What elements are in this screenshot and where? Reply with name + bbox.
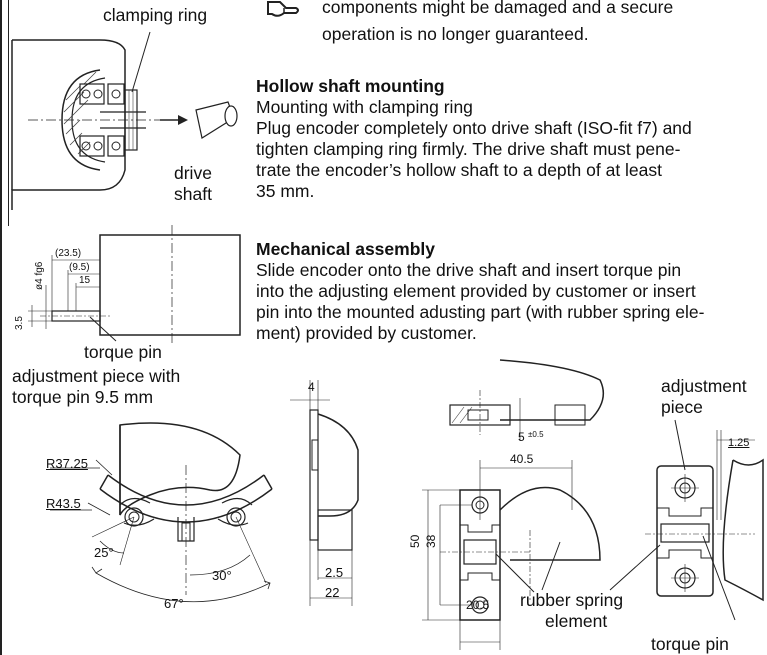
fig3-title-line-1: adjustment piece with [12,366,181,386]
hollow-shaft-line-2: tighten clamping ring firmly. The drive … [256,139,681,159]
dim-5: 5 [518,430,525,444]
dim-9-5: (9.5) [69,262,90,273]
label-clamping-ring: clamping ring [103,5,208,25]
dim-20-5: 20.5 [466,598,490,612]
mechanical-heading: Mechanical assembly [256,239,435,259]
hollow-shaft-line-4: 35 mm. [256,181,315,201]
label-rubber-spring: rubber spring [520,590,624,610]
warning-line-2: operation is no longer guaranteed. [322,24,589,44]
dim-40-5: 40.5 [510,452,534,466]
mechanical-line-1: Slide encoder onto the drive shaft and i… [256,260,682,280]
rubber-spring-top-drawing [449,359,605,440]
rubber-spring-front-drawing [422,460,601,650]
dim-5-tol: ±0.5 [528,430,544,439]
fig6-label-adjustment: adjustment [661,376,747,396]
adjustment-piece-right-drawing [645,419,764,621]
hollow-shaft-heading: Hollow shaft mounting [256,76,445,96]
dim-15: 15 [79,275,91,286]
left-border [0,0,2,655]
encoder-section-drawing [11,31,238,210]
fig3-title-line-2: torque pin 9.5 mm [12,387,154,407]
dim-50: 50 [408,534,422,548]
rubber-leader-lines [541,541,661,591]
dim-angle-67: 67° [164,596,184,611]
left-border-inner [8,0,9,226]
fig6-label-piece: piece [661,397,703,417]
label-shaft: shaft [174,184,212,204]
hollow-shaft-line-3: trate the encoder’s hollow shaft to a de… [256,160,663,180]
label-torque-pin-1: torque pin [84,342,162,362]
adjustment-piece-drawing [50,422,273,603]
mechanical-line-2: into the adjusting element provided by c… [256,281,696,301]
adjustment-side-drawing [290,380,359,606]
label-rubber-element: element [545,611,608,631]
mechanical-line-3: pin into the mounted adusting part (with… [256,302,705,322]
dim-2-5: 2.5 [325,565,344,580]
hollow-shaft-line-1: Plug encoder completely onto drive shaft… [256,118,692,138]
dim-3-5: 3.5 [14,316,25,330]
label-drive: drive [174,163,212,183]
dim-22: 22 [325,585,340,600]
dim-4: 4 [308,380,315,394]
mechanical-line-4: ment) provided by customer. [256,323,477,343]
dim-38: 38 [424,534,438,548]
hollow-shaft-subheading: Mounting with clamping ring [256,97,473,117]
dim-angle-30: 30° [212,568,232,583]
dim-d4-fg6: ø4 fg6 [34,261,45,290]
torque-pin-side-drawing [28,225,241,343]
dim-r37-25: R37.25 [46,456,88,471]
dim-angle-25: 25° [94,545,114,560]
label-torque-pin-2: torque pin [651,634,729,654]
dim-23-5: (23.5) [55,248,82,259]
dim-r43-5: R43.5 [46,496,81,511]
warning-line-1: components might be damaged and a secure [322,0,674,17]
hand-pointing-icon [267,1,299,17]
